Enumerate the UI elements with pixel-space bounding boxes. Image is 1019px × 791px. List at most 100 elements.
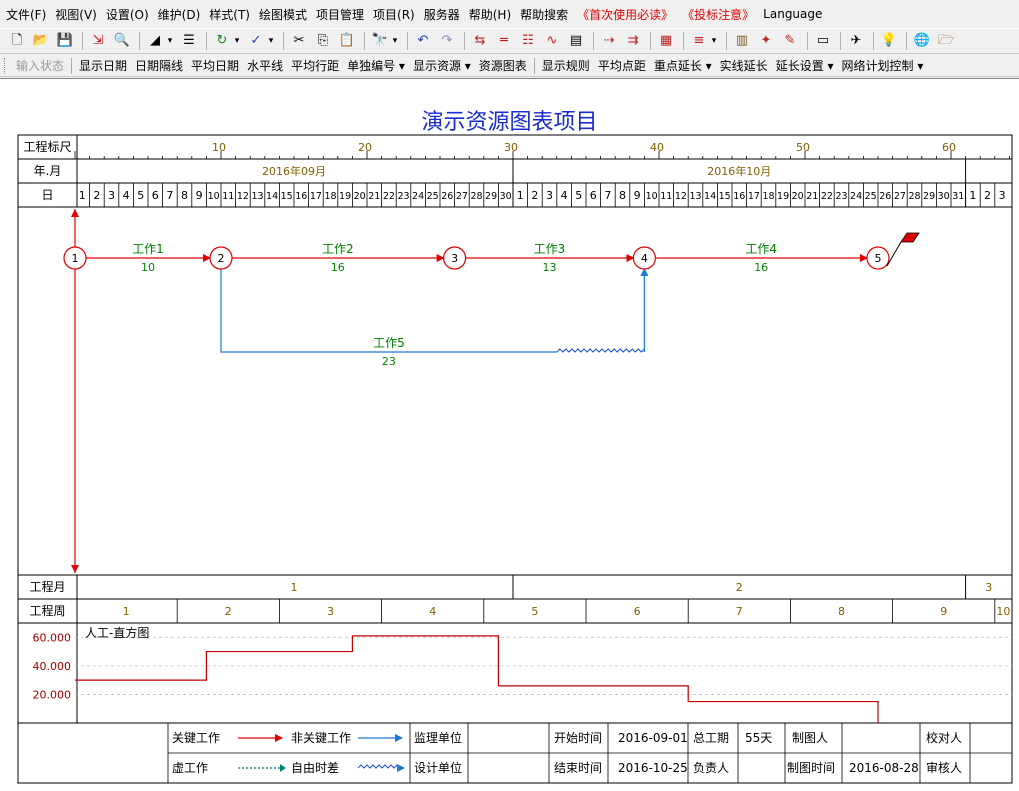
plane-icon[interactable]: ✈ bbox=[850, 33, 862, 48]
check-icon[interactable]: ✓ bbox=[250, 33, 262, 48]
dotted-arrow2-icon[interactable]: ⇉ bbox=[627, 33, 639, 48]
project-month-label: 1 bbox=[291, 581, 298, 594]
day-label: 6 bbox=[152, 189, 159, 202]
toolbar2-button-6[interactable]: 单独编号 ▾ bbox=[347, 59, 405, 73]
node-label-4: 4 bbox=[641, 252, 648, 265]
save-icon[interactable]: 💾 bbox=[56, 33, 74, 48]
node-1 bbox=[63, 246, 87, 270]
indent-icon[interactable]: ☰ bbox=[183, 33, 195, 48]
toolbar2-button-8[interactable]: 资源图表 bbox=[478, 59, 527, 73]
node-2 bbox=[209, 246, 233, 270]
open-folder-icon[interactable]: 📂 bbox=[32, 33, 50, 48]
fill-icon[interactable]: ◢ bbox=[150, 33, 160, 48]
toolbar2-button-13[interactable]: 实线延长 bbox=[719, 59, 768, 73]
day-label: 23 bbox=[397, 191, 409, 202]
project-week-label: 2 bbox=[225, 605, 232, 618]
toolbar2-button-4[interactable]: 水平线 bbox=[247, 59, 284, 73]
toolbar-separator bbox=[593, 32, 594, 50]
day-label: 12 bbox=[237, 191, 249, 202]
chart-icon[interactable]: ▦ bbox=[659, 33, 673, 48]
toolbar2-button-7[interactable]: 显示资源 ▾ bbox=[412, 59, 471, 73]
toolbar2-button-11[interactable]: 平均点距 bbox=[597, 59, 646, 73]
wand-icon[interactable]: ✦ bbox=[760, 33, 772, 48]
day-label: 8 bbox=[619, 189, 626, 202]
menu-item-9[interactable]: 帮助(H) bbox=[468, 7, 512, 22]
undo-icon[interactable]: ↶ bbox=[417, 33, 429, 48]
menu-item-1[interactable]: 视图(V) bbox=[55, 7, 97, 22]
day-label: 18 bbox=[762, 191, 774, 202]
dotted-arrow-icon[interactable]: ⇢ bbox=[603, 33, 615, 48]
day-label: 16 bbox=[733, 191, 745, 202]
menu-item-13[interactable]: Language bbox=[763, 7, 823, 21]
axis-arrow-bottom bbox=[71, 565, 79, 573]
menu-item-5[interactable]: 绘图模式 bbox=[258, 7, 307, 22]
menu-item-8[interactable]: 服务器 bbox=[423, 7, 460, 22]
toolbar-grip[interactable] bbox=[4, 57, 8, 74]
menu-item-11[interactable]: 《首次使用必读》 bbox=[577, 7, 674, 22]
network-icon[interactable]: ⇆ bbox=[474, 33, 486, 48]
day-label: 4 bbox=[561, 189, 568, 202]
day-label: 29 bbox=[923, 191, 935, 202]
export-icon[interactable]: ⇲ bbox=[92, 33, 104, 48]
cut-icon[interactable]: ✂ bbox=[293, 33, 305, 48]
dropdown-icon[interactable]: ▾ bbox=[711, 36, 717, 46]
day-label: 26 bbox=[879, 191, 891, 202]
day-label: 24 bbox=[412, 191, 424, 202]
toolbar2-button-0[interactable]: 输入状态 bbox=[16, 59, 65, 73]
day-label: 22 bbox=[821, 191, 833, 202]
day-label: 6 bbox=[590, 189, 597, 202]
menu-item-4[interactable]: 样式(T) bbox=[209, 7, 250, 22]
menu-item-3[interactable]: 维护(D) bbox=[157, 7, 201, 22]
day-label: 17 bbox=[748, 191, 760, 202]
redo-icon[interactable]: ↷ bbox=[441, 33, 453, 48]
folder-open-icon[interactable]: 🗁 bbox=[937, 33, 955, 48]
toolbar2-button-14[interactable]: 延长设置 ▾ bbox=[775, 59, 834, 73]
day-label: 30 bbox=[500, 191, 512, 202]
dropdown-icon[interactable]: ▾ bbox=[268, 36, 274, 46]
day-row-label: 日 bbox=[41, 188, 53, 202]
node-label-5: 5 bbox=[875, 252, 882, 265]
print-preview-icon[interactable]: 🔍 bbox=[113, 33, 131, 48]
building-icon[interactable]: ▤ bbox=[569, 33, 583, 48]
new-file-icon[interactable]: 🗋 bbox=[11, 33, 23, 48]
menu-item-2[interactable]: 设置(O) bbox=[105, 7, 149, 22]
bulb-icon[interactable]: 💡 bbox=[880, 33, 898, 48]
toolbar2-button-2[interactable]: 日期隔线 bbox=[135, 59, 184, 73]
project-week-label: 7 bbox=[736, 605, 743, 618]
find-icon[interactable]: 🔭 bbox=[371, 33, 389, 48]
toolbar2-button-15[interactable]: 网络计划控制 ▾ bbox=[841, 59, 924, 73]
menu-item-0[interactable]: 文件(F) bbox=[6, 7, 47, 22]
toolbar2-button-5[interactable]: 平均行距 bbox=[291, 59, 340, 73]
legend-supervisor-label: 监理单位 bbox=[414, 730, 462, 745]
dropdown-icon[interactable]: ▾ bbox=[234, 36, 240, 46]
histogram-title: 人工-直方图 bbox=[85, 625, 149, 640]
project-week-label: 4 bbox=[429, 605, 436, 618]
day-label: 1 bbox=[517, 189, 524, 202]
dropdown-icon[interactable]: ▾ bbox=[167, 36, 173, 46]
paste-icon[interactable]: 📋 bbox=[338, 33, 356, 48]
menu-item-12[interactable]: 《投标注意》 bbox=[682, 7, 755, 22]
pencil-icon[interactable]: ✎ bbox=[784, 33, 796, 48]
curve-icon[interactable]: ∿ bbox=[546, 33, 558, 48]
align-icon[interactable]: ≡ bbox=[693, 33, 705, 48]
menu-item-6[interactable]: 项目管理 bbox=[316, 7, 365, 22]
books-icon[interactable]: ▥ bbox=[735, 33, 749, 48]
toolbar2-button-12[interactable]: 重点延长 ▾ bbox=[653, 59, 712, 73]
stack-icon[interactable]: ☷ bbox=[522, 33, 534, 48]
globe-icon[interactable]: 🌐 bbox=[913, 33, 931, 48]
bar-icon[interactable]: ═ bbox=[500, 33, 508, 48]
toolbar2-button-10[interactable]: 显示规则 bbox=[541, 59, 590, 73]
node-4 bbox=[632, 246, 657, 270]
menu-item-7[interactable]: 项目(R) bbox=[373, 7, 415, 22]
toolbar2-button-3[interactable]: 平均日期 bbox=[191, 59, 240, 73]
day-label: 7 bbox=[166, 189, 173, 202]
screen-icon[interactable]: ▭ bbox=[816, 33, 830, 48]
copy-icon[interactable]: ⎘ bbox=[317, 33, 329, 48]
menu-item-10[interactable]: 帮助搜索 bbox=[520, 7, 569, 22]
toolbar2-button-1[interactable]: 显示日期 bbox=[79, 59, 128, 73]
legend-end-value: 2016-10-25 bbox=[618, 761, 688, 775]
toolbar-separator bbox=[906, 32, 907, 50]
day-label: 21 bbox=[368, 191, 380, 202]
refresh-icon[interactable]: ↻ bbox=[216, 33, 228, 48]
dropdown-icon[interactable]: ▾ bbox=[392, 36, 398, 46]
